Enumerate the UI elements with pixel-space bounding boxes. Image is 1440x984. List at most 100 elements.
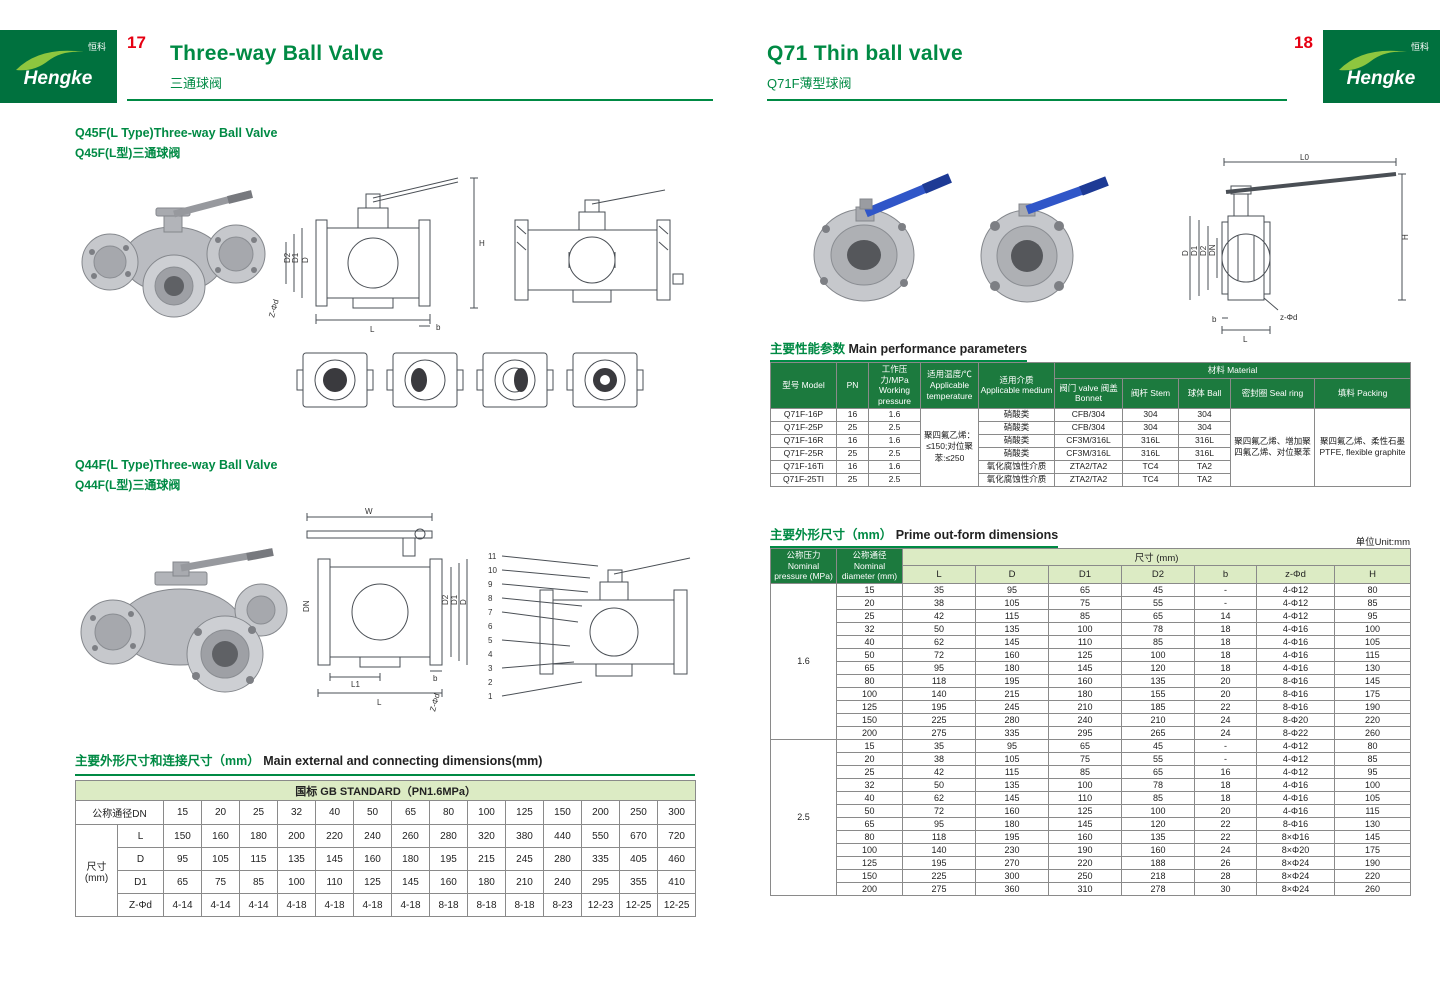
table-cell: 1.6 [868,407,921,422]
table-cell: 130 [1333,816,1412,831]
table-cell: 32 [836,777,903,792]
part-number-label: 10 [488,566,497,575]
performance-title-en: Main performance parameters [848,342,1028,356]
table-cell: TC4 [1122,472,1179,487]
table-cell: 14 [1194,608,1257,623]
table-cell: Q71F-16P [770,407,837,422]
table-cell: 100 [836,686,903,701]
dim-label-h: H [479,239,485,248]
table-cell: 65 [1121,608,1195,623]
dim-label-zphid: Z-Φd [267,298,280,318]
table-cell: 300 [656,800,697,825]
table-cell: 335 [581,847,620,871]
part-number-label: 1 [488,692,493,701]
table-cell: 42 [902,764,976,779]
table-cell: 405 [619,847,658,871]
table-cell: 100 [1048,621,1122,636]
table-cell: Q71F-25R [770,446,837,461]
table-cell: 180 [975,660,1049,675]
table-cell: 4-Φ12 [1256,582,1335,597]
table-cell: 65 [1048,738,1122,753]
table-cell: 210 [1048,699,1122,714]
table-cell: 95 [975,738,1049,753]
table-cell: 188 [1121,855,1195,870]
table-cell: 135 [1121,673,1195,688]
dim-label-b: b [1212,315,1217,324]
table-cell: 4-Φ16 [1256,803,1335,818]
table-cell: 75 [1048,751,1122,766]
left-page-title: Three-way Ball Valve 三通球阀 [170,42,384,92]
table-cell: 190 [1333,699,1412,714]
table-cell: 65 [836,816,903,831]
table-cell: 42 [902,608,976,623]
hengke-logo-right: Hengke 恒科 [1323,30,1440,103]
table-cell: 118 [902,673,976,688]
left-table-title-zh: 主要外形尺寸和连接尺寸（mm） [75,754,260,768]
table-cell: 4-Φ16 [1256,660,1335,675]
temperature-cell: 聚四氟乙烯：≤150;对位聚苯:≤250 [920,407,979,487]
q45f-photo [78,182,268,327]
table-cell: ZTA2/TA2 [1054,472,1123,487]
table-cell: 160 [1048,829,1122,844]
table-cell: 硝酸类 [978,446,1055,461]
table-cell: 240 [1048,712,1122,727]
table-cell: 275 [902,725,976,740]
gb-standard-header: 国标 GB STANDARD（PN1.6MPa） [74,780,697,801]
table-cell: 16 [836,407,869,422]
table-cell: 18 [1194,634,1257,649]
table-cell: 316L [1122,433,1179,448]
row-label-cell: Z-Φd [117,893,164,917]
flange-view-1 [296,352,374,408]
table-cell: 72 [902,803,976,818]
table-cell: 110 [1048,790,1122,805]
table-cell: 8-Φ16 [1256,673,1335,688]
table-cell: 115 [1333,803,1412,818]
dim-label-l0: L0 [1300,153,1309,162]
table-cell: 295 [581,870,620,894]
right-header-rule [767,99,1287,101]
table-cell: 80 [1333,738,1412,753]
dim-label-d1: D1 [1190,245,1199,256]
table-cell: 8×Φ20 [1256,842,1335,857]
table-cell: 145 [1333,829,1412,844]
table-cell: 125 [1048,803,1122,818]
table-cell: 210 [505,870,544,894]
th-col-l: L [902,565,976,584]
dim-label-d1: D1 [291,252,300,263]
flange-views-strip [295,348,645,414]
table-cell: 105 [1333,790,1412,805]
table-cell: 15 [836,582,903,597]
th-packing: 填料 Packing [1313,378,1412,409]
table-cell: 8-Φ16 [1256,816,1335,831]
table-cell: 160 [1121,842,1195,857]
table-cell: 265 [1121,725,1195,740]
table-cell: 320 [467,824,506,848]
table-cell: 175 [1333,842,1412,857]
dim-label-h: H [1401,234,1410,240]
table-cell: TA2 [1178,472,1231,487]
table-cell: 335 [975,725,1049,740]
table-cell: 8×Φ24 [1256,855,1335,870]
table-cell: 25 [836,608,903,623]
table-cell: 2.5 [868,446,921,461]
th-ball: 球体 Ball [1178,378,1231,409]
table-cell: 95 [1333,764,1412,779]
packing-cell: 聚四氟乙烯、柔性石墨 PTFE, flexible graphite [1313,407,1412,487]
table-cell: 175 [1333,686,1412,701]
dim-label-d2: D2 [441,594,450,605]
dn-label-cell: 公称通径DN [75,800,164,825]
table-cell: 38 [902,751,976,766]
table-cell: 50 [836,647,903,662]
table-cell: 145 [1333,673,1412,688]
table-cell: 240 [543,870,582,894]
table-cell: 125 [505,800,544,825]
table-cell: CFB/304 [1054,407,1123,422]
table-cell: 105 [975,595,1049,610]
